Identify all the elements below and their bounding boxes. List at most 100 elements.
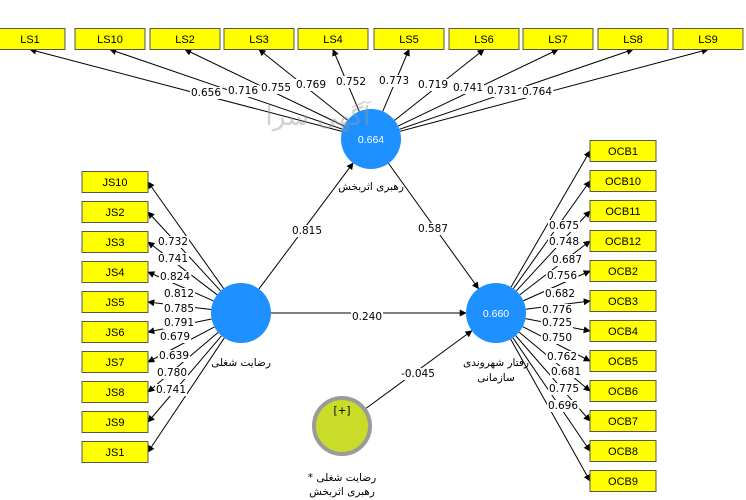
indicator-ocb12-label: OCB12 (605, 236, 641, 248)
indicator-js3[interactable]: JS3 (81, 231, 149, 253)
indicator-js7[interactable]: JS7 (81, 351, 149, 373)
indicator-ls3[interactable]: LS3 (223, 28, 295, 50)
indicator-ls8-label: LS8 (623, 34, 643, 46)
loading-label-js3: 0.824 (160, 271, 190, 283)
indicator-js6-label: JS6 (106, 327, 125, 339)
latent-variables: 0.664 رهبری اثربخش رضایت شغلی 0.660 رفتا… (211, 109, 529, 498)
indicator-ls7[interactable]: LS7 (522, 28, 594, 50)
loading-label-ls3-bg (294, 79, 328, 91)
latent-job-satisfaction[interactable]: رضایت شغلی (211, 283, 271, 369)
indicator-ocb6-label: OCB6 (608, 386, 638, 398)
indicator-ls10[interactable]: LS10 (74, 28, 146, 50)
indicator-js6[interactable]: JS6 (81, 321, 149, 343)
indicator-js7-box (81, 351, 149, 373)
indicator-ocb4-box (589, 320, 657, 342)
moderator-label-line2: رهبری اثربخش (309, 486, 375, 498)
indicator-ls8-box (597, 28, 669, 50)
indicator-js2[interactable]: JS2 (81, 201, 149, 223)
indicator-ocb5[interactable]: OCB5 (589, 350, 657, 372)
path-coef-job_satisfaction-leadership-bg (290, 225, 324, 237)
indicator-ls4-label: LS4 (323, 34, 343, 46)
loading-label-ls5-bg (377, 75, 411, 87)
indicator-ocb11[interactable]: OCB11 (589, 200, 657, 222)
moderator-interaction[interactable]: [+] رضایت شغلی * رهبری اثربخش (308, 396, 376, 498)
indicator-js2-label: JS2 (106, 207, 125, 219)
indicator-ls6[interactable]: LS6 (448, 28, 520, 50)
loading-label-ocb6: 0.762 (547, 351, 577, 363)
indicator-js10-label: JS10 (102, 177, 127, 189)
latent-ocb[interactable]: 0.660 رفتار شهروندی سازمانی (463, 283, 529, 384)
loading-label-ls10: 0.716 (228, 85, 258, 97)
indicator-ls9[interactable]: LS9 (672, 28, 744, 50)
path-coef-leadership-ocb: 0.587 (418, 223, 448, 235)
indicator-ocb9[interactable]: OCB9 (589, 470, 657, 492)
loading-label-ocb3-bg (540, 304, 574, 316)
loading-label-ocb12-bg (545, 270, 579, 282)
indicator-ocb12[interactable]: OCB12 (589, 230, 657, 252)
indicator-js5[interactable]: JS5 (81, 291, 149, 313)
indicator-js9[interactable]: JS9 (81, 411, 149, 433)
loading-line-ocb1 (510, 150, 591, 288)
indicator-ocb1[interactable]: OCB1 (589, 140, 657, 162)
indicator-ocb2[interactable]: OCB2 (589, 260, 657, 282)
indicator-ocb7[interactable]: OCB7 (589, 410, 657, 432)
loading-label-js9: 0.780 (157, 367, 187, 379)
loading-label-js2: 0.741 (158, 253, 188, 265)
indicator-ocb1-label: OCB1 (608, 146, 638, 158)
indicator-ls2-label: LS2 (175, 34, 195, 46)
loading-label-ocb7: 0.681 (551, 366, 581, 378)
loading-label-ocb2-bg (543, 288, 577, 300)
indicator-ocb8[interactable]: OCB8 (589, 440, 657, 462)
path-coef-job_satisfaction-ocb-bg (350, 311, 384, 323)
path-coef-moderator-ocb-bg (400, 368, 436, 380)
latent-leadership-label: رهبری اثربخش (338, 181, 404, 193)
indicator-ocb4-label: OCB4 (608, 326, 638, 338)
indicator-js4[interactable]: JS4 (81, 261, 149, 283)
indicator-ocb3-box (589, 290, 657, 312)
indicator-ocb6-box (589, 380, 657, 402)
loading-label-js1: 0.741 (156, 384, 186, 396)
indicator-ocb3[interactable]: OCB3 (589, 290, 657, 312)
latent-ocb-r2: 0.660 (483, 308, 509, 320)
loading-line-ocb12 (519, 240, 591, 296)
indicator-ls5[interactable]: LS5 (373, 28, 445, 50)
indicator-js3-label: JS3 (106, 237, 125, 249)
loading-line-ls1 (29, 47, 343, 132)
loading-line-ls10 (109, 48, 343, 130)
indicator-js5-box (81, 291, 149, 313)
loading-label-js6: 0.791 (164, 317, 194, 329)
loading-label-js3-bg (158, 271, 192, 283)
indicator-js8[interactable]: JS8 (81, 381, 149, 403)
loading-label-ls5: 0.773 (379, 75, 409, 87)
indicator-js1[interactable]: JS1 (81, 441, 149, 463)
latent-leadership-circle (341, 109, 401, 169)
indicator-ocb9-box (589, 470, 657, 492)
indicator-ocb10[interactable]: OCB10 (589, 170, 657, 192)
latent-job-satisfaction-circle (211, 283, 271, 343)
loading-line-js3 (147, 241, 218, 296)
indicator-ocb8-label: OCB8 (608, 446, 638, 458)
indicator-ls9-box (672, 28, 744, 50)
loading-label-ls6: 0.719 (418, 79, 448, 91)
indicator-js1-label: JS1 (106, 447, 125, 459)
indicator-ls8[interactable]: LS8 (597, 28, 669, 50)
indicator-ls5-label: LS5 (399, 34, 419, 46)
indicator-ls2[interactable]: LS2 (149, 28, 221, 50)
loading-label-ls3: 0.769 (296, 79, 326, 91)
indicator-ls1[interactable]: LS1 (0, 28, 66, 50)
loading-label-ocb4-bg (540, 317, 574, 329)
loading-label-ocb7-bg (549, 366, 583, 378)
indicator-ls4[interactable]: LS4 (297, 28, 369, 50)
indicator-ls3-label: LS3 (249, 34, 269, 46)
loading-line-js2 (147, 211, 222, 292)
latent-leadership[interactable]: 0.664 رهبری اثربخش (338, 109, 404, 193)
indicator-ocb4[interactable]: OCB4 (589, 320, 657, 342)
indicator-ocb6[interactable]: OCB6 (589, 380, 657, 402)
indicator-js10[interactable]: JS10 (81, 171, 149, 193)
indicator-ocb5-label: OCB5 (608, 356, 638, 368)
loading-label-ocb11-bg (550, 254, 584, 266)
indicator-js10-box (81, 171, 149, 193)
